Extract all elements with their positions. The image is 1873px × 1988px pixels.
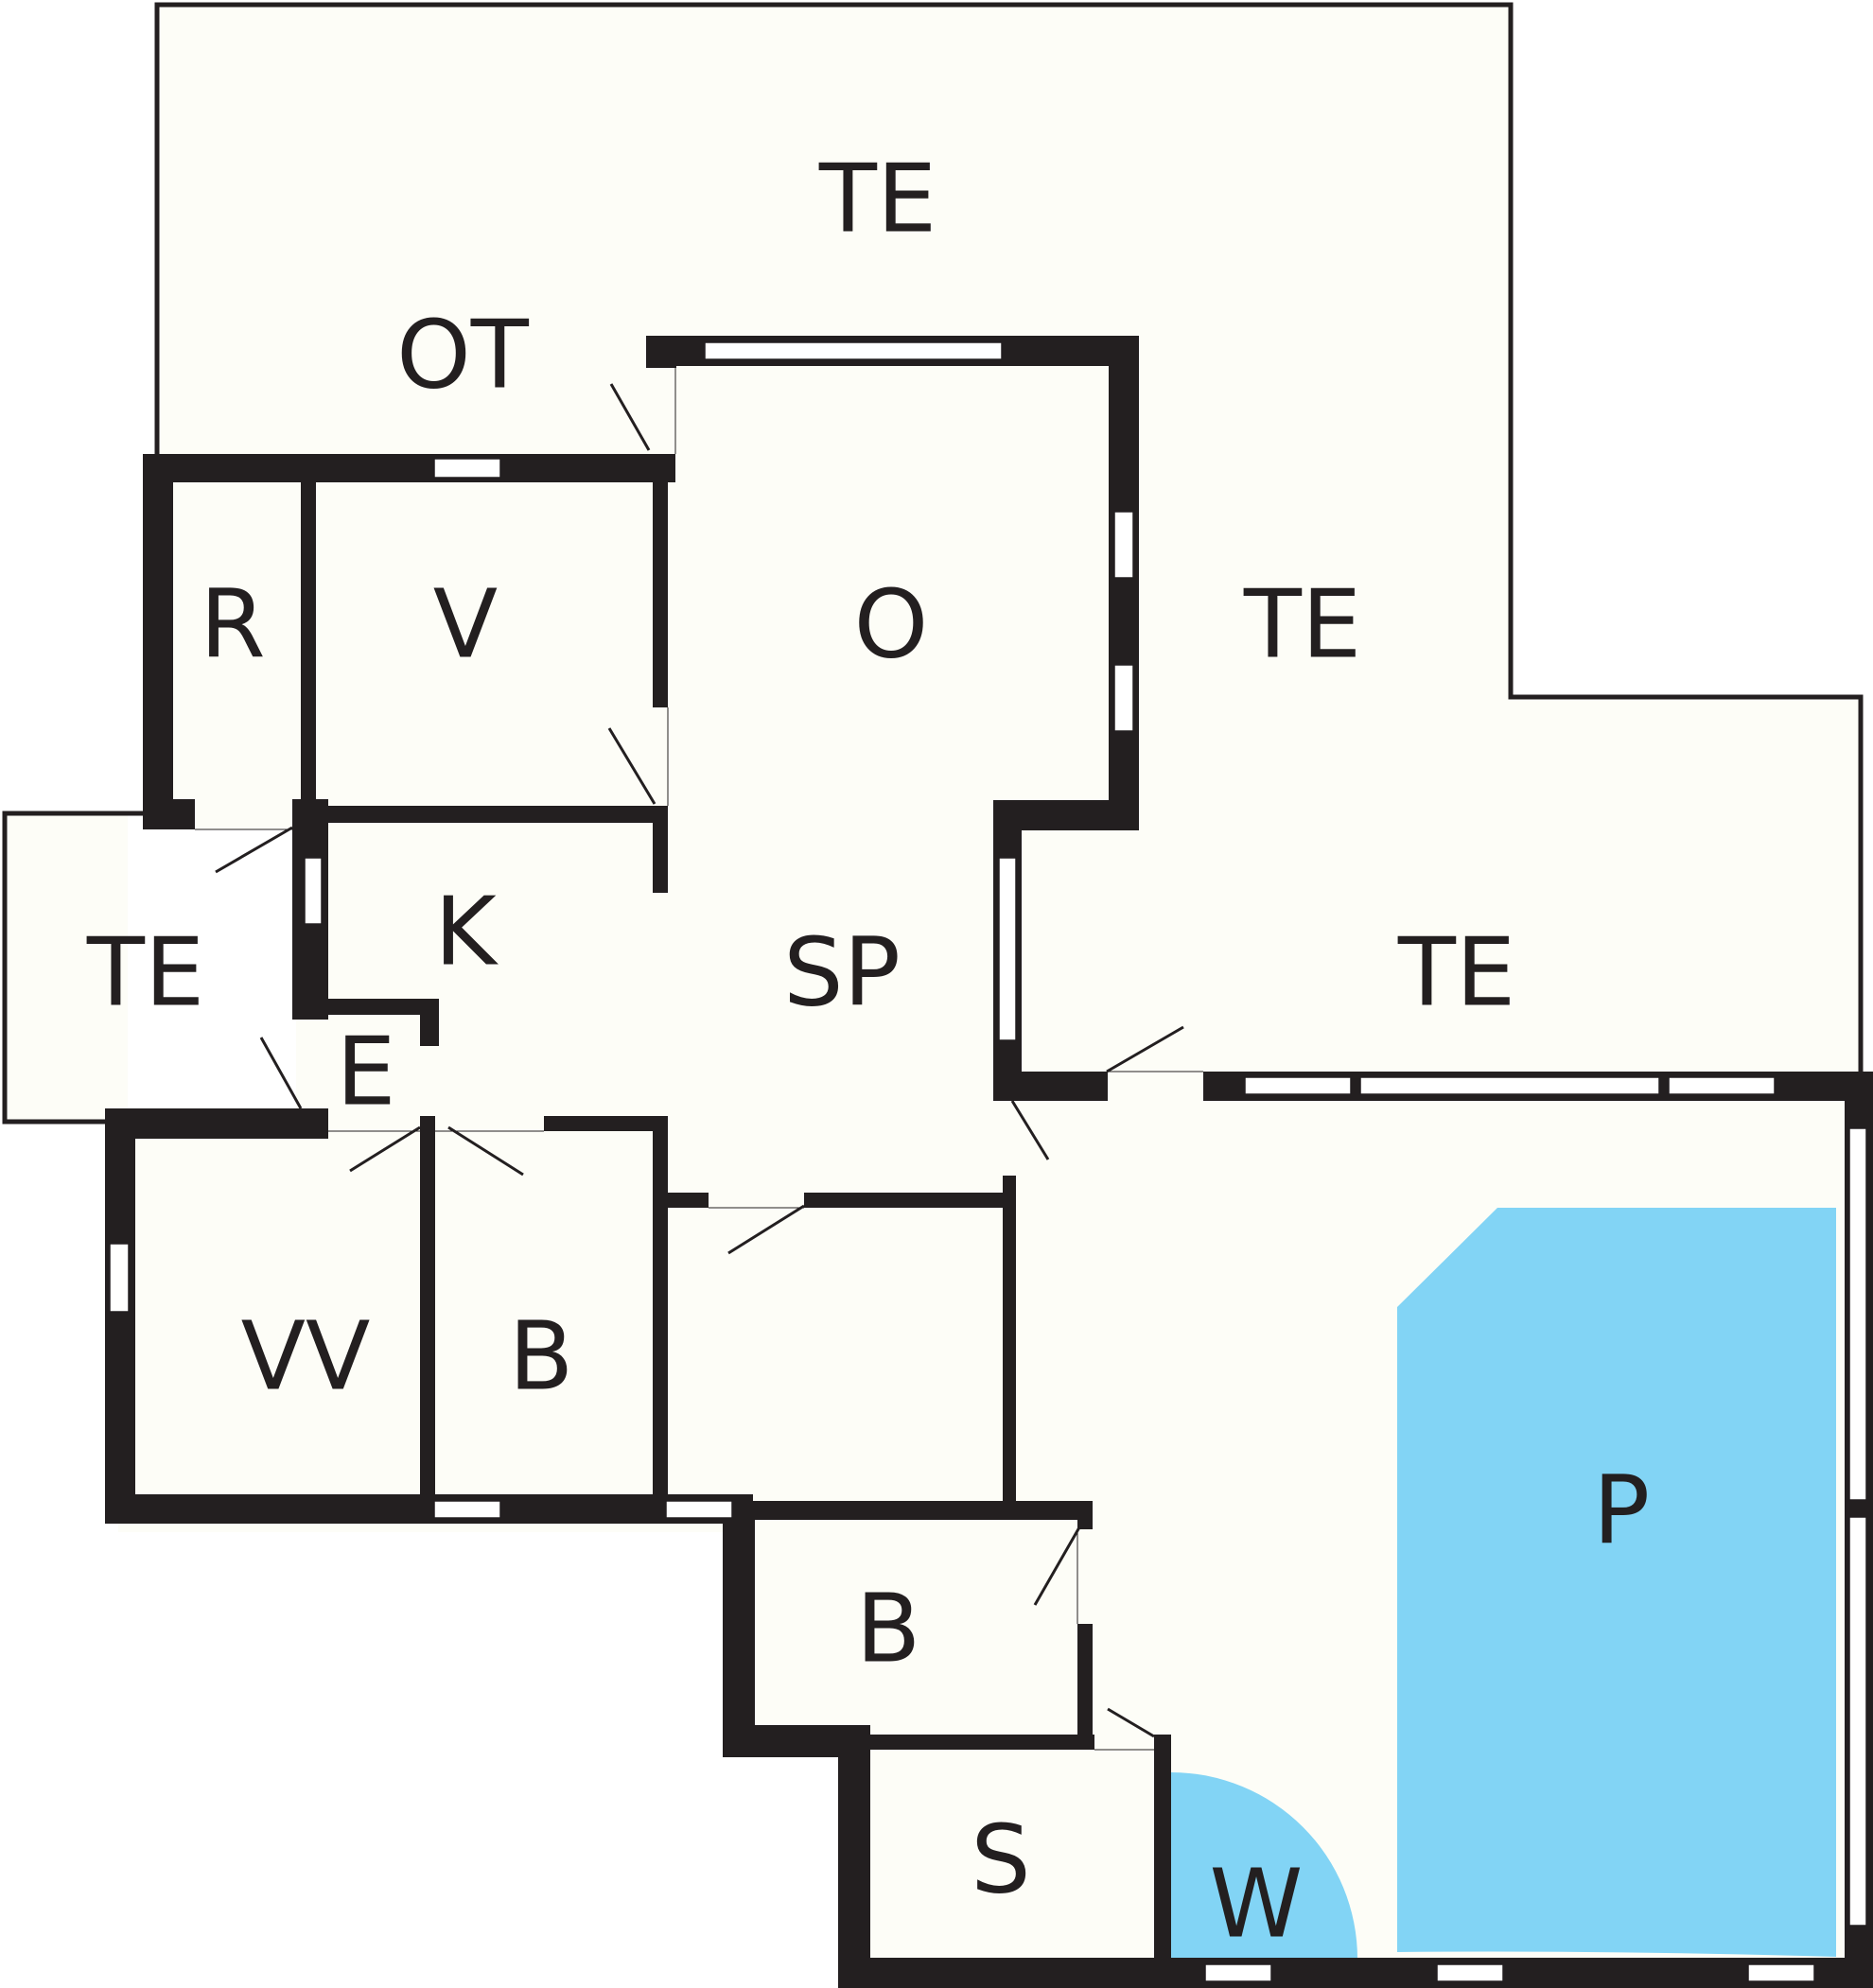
wall bbox=[143, 454, 173, 829]
wall bbox=[1109, 336, 1139, 830]
door-opening bbox=[709, 1193, 804, 1208]
doors bbox=[195, 368, 1203, 1751]
door-opening bbox=[1003, 1101, 1016, 1176]
room-label-b-west: B bbox=[509, 1301, 574, 1412]
west-terrace-outline bbox=[2, 811, 147, 1125]
wall bbox=[292, 999, 439, 1015]
door-swing bbox=[1107, 1707, 1155, 1738]
door-swing bbox=[349, 1125, 421, 1173]
wall bbox=[646, 336, 676, 368]
door-swing bbox=[447, 1125, 524, 1177]
door-opening bbox=[296, 1020, 328, 1108]
window bbox=[1747, 1963, 1815, 1982]
window bbox=[1244, 1076, 1352, 1095]
room-label-b-south: B bbox=[856, 1574, 921, 1684]
wall bbox=[723, 1725, 870, 1757]
wall bbox=[804, 1193, 1003, 1208]
door-opening bbox=[435, 1116, 544, 1131]
wall bbox=[105, 1108, 135, 1524]
room-label-r: R bbox=[200, 569, 265, 680]
pool bbox=[1397, 1208, 1836, 1957]
door-opening bbox=[1094, 1735, 1154, 1750]
windows bbox=[109, 341, 1867, 1982]
terrace-outline bbox=[154, 2, 1864, 1080]
wall bbox=[420, 999, 439, 1046]
door-swing bbox=[1106, 1025, 1184, 1073]
door-swing bbox=[727, 1204, 805, 1255]
wall bbox=[653, 1116, 668, 1513]
window bbox=[433, 458, 501, 479]
wall bbox=[838, 1735, 1154, 1750]
room-label-k: K bbox=[434, 877, 499, 987]
wall bbox=[1003, 1176, 1016, 1505]
window bbox=[998, 857, 1017, 1041]
wall bbox=[1154, 1735, 1171, 1982]
terrace-area bbox=[157, 5, 1861, 1080]
door-opening bbox=[649, 368, 675, 454]
room-label-te-north: TE bbox=[818, 144, 936, 254]
wall bbox=[301, 473, 316, 804]
room-label-te-south: TE bbox=[1397, 917, 1515, 1028]
door-opening bbox=[653, 707, 668, 806]
room-label-ot: OT bbox=[396, 300, 530, 410]
window bbox=[704, 341, 1003, 360]
door-swing bbox=[607, 727, 656, 805]
window bbox=[1668, 1076, 1776, 1095]
window bbox=[1204, 1963, 1272, 1982]
room-labels: TE OT R V O TE TE K SP TE E VV B B P S W bbox=[86, 144, 1650, 1960]
wall bbox=[105, 1108, 328, 1139]
window bbox=[304, 857, 323, 925]
room-label-o: O bbox=[854, 569, 929, 680]
door-opening bbox=[328, 1116, 420, 1131]
door-swing bbox=[1010, 1100, 1050, 1160]
door-opening bbox=[1077, 1529, 1093, 1624]
door-swing bbox=[609, 383, 651, 451]
window bbox=[1359, 1076, 1660, 1095]
window bbox=[433, 1500, 501, 1519]
door-opening bbox=[1108, 1072, 1203, 1101]
door-swing bbox=[1033, 1526, 1081, 1606]
wall bbox=[723, 1501, 755, 1757]
wall bbox=[838, 1735, 870, 1988]
room-label-s: S bbox=[971, 1805, 1030, 1915]
door-swing bbox=[259, 1037, 303, 1109]
door-opening bbox=[195, 799, 292, 829]
window bbox=[1848, 1516, 1867, 1927]
room-label-e: E bbox=[336, 1017, 395, 1127]
wall bbox=[143, 799, 195, 829]
door-swing bbox=[215, 826, 293, 874]
room-label-p: P bbox=[1593, 1456, 1650, 1566]
room-label-v: V bbox=[433, 569, 498, 680]
water-features bbox=[1171, 1208, 1836, 1959]
room-label-sp: SP bbox=[783, 917, 901, 1028]
window bbox=[665, 1500, 733, 1519]
wall bbox=[420, 1116, 435, 1513]
window bbox=[109, 1243, 130, 1313]
wall bbox=[544, 1116, 668, 1131]
wall bbox=[838, 1958, 1873, 1988]
west-terrace-area bbox=[5, 813, 128, 1122]
whirlpool bbox=[1171, 1772, 1357, 1959]
window bbox=[1113, 511, 1134, 579]
window bbox=[1848, 1127, 1867, 1501]
wall bbox=[653, 473, 668, 707]
wall bbox=[653, 806, 668, 893]
window bbox=[1113, 664, 1134, 732]
wall bbox=[143, 454, 675, 482]
room-label-w: W bbox=[1210, 1849, 1304, 1960]
wall bbox=[723, 1501, 1093, 1520]
wall bbox=[316, 806, 668, 823]
room-label-te-west: TE bbox=[86, 917, 204, 1028]
window bbox=[1436, 1963, 1504, 1982]
room-label-vv: VV bbox=[241, 1301, 371, 1412]
room-label-te-east: TE bbox=[1243, 569, 1361, 680]
